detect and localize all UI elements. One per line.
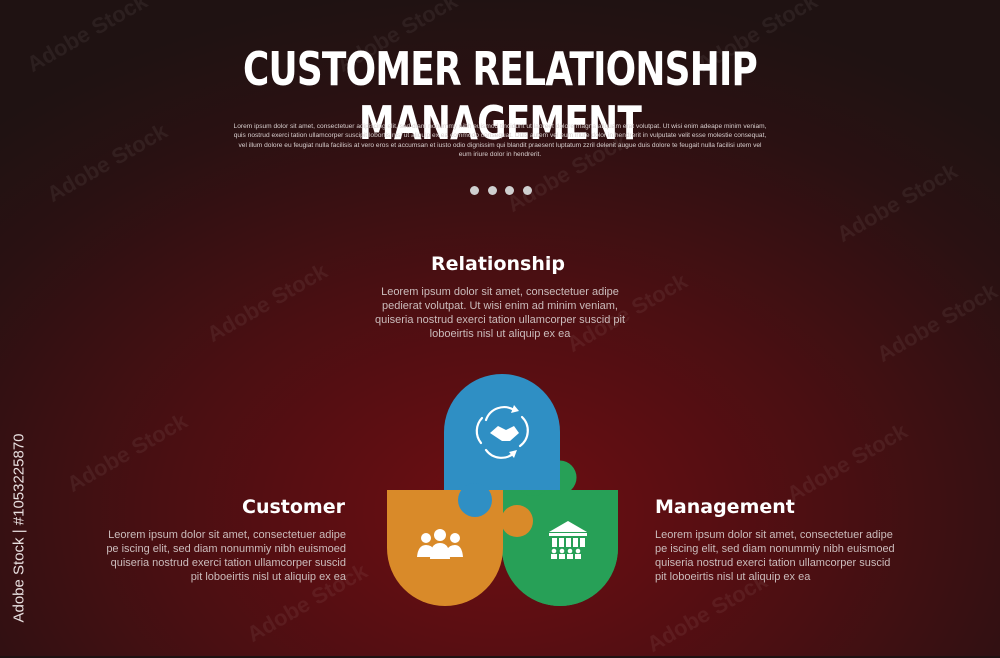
pagination-dots (470, 186, 532, 196)
group-people-icon (417, 529, 463, 559)
customer-title: Customer (242, 496, 345, 518)
dot (470, 186, 479, 195)
organization-building-icon (549, 521, 587, 559)
customer-description: Leorem ipsum dolor sit amet, consectetue… (106, 529, 346, 583)
customer-piece (387, 490, 533, 606)
page-title: CUSTOMER RELATIONSHIP MANAGEMENT (242, 42, 758, 150)
relationship-title: Relationship (431, 253, 565, 275)
dot (522, 186, 532, 195)
stock-id-label: Adobe Stock | #1053225870 (10, 432, 28, 623)
dot (505, 186, 515, 195)
relationship-piece (444, 374, 560, 517)
management-title: Management (655, 496, 795, 518)
handshake-cycle-icon (475, 405, 529, 459)
page-subtitle: Lorem ipsum dolor sit amet, consectetuer… (233, 123, 767, 158)
relationship-description: Leorem ipsum dolor sit amet, consectetue… (374, 286, 626, 340)
management-description: Leorem ipsum dolor sit amet, consectetue… (655, 529, 895, 583)
dot (487, 186, 497, 195)
